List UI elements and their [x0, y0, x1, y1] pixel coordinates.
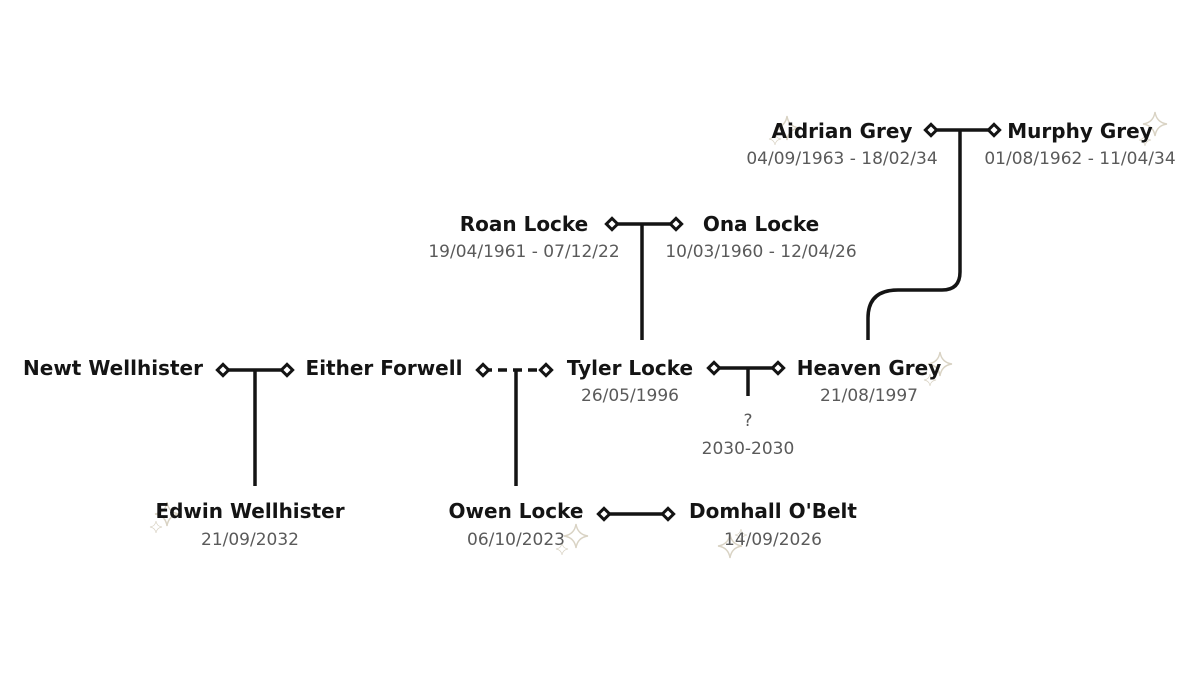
diamond-marker: [604, 216, 620, 232]
person-dates: 01/08/1962 - 11/04/34: [984, 149, 1175, 169]
person-name: Aidrian Grey: [772, 119, 913, 143]
sparkle-icon: [1142, 111, 1168, 137]
person-dates: 04/09/1963 - 18/02/34: [746, 149, 937, 169]
sparkle-icon: [149, 520, 163, 534]
person-dates: 10/03/1960 - 12/04/26: [665, 242, 856, 262]
person-dates: 2030-2030: [702, 439, 795, 459]
sparkle-icon: [717, 533, 743, 559]
person-dates: 19/04/1961 - 07/12/22: [428, 242, 619, 262]
diamond-marker: [770, 360, 786, 376]
person-name: Ona Locke: [703, 212, 819, 236]
person-unknown-child: ? 2030-2030: [702, 411, 795, 459]
sparkle-icon: [768, 132, 782, 146]
sparkle-icon: [154, 501, 180, 527]
diamond-marker: [475, 362, 491, 378]
sparkle-icon: [1138, 133, 1152, 147]
diamond-marker: [660, 506, 676, 522]
union-diamonds: [215, 122, 1002, 522]
diamond-marker: [668, 216, 684, 232]
diamond-marker: [279, 362, 295, 378]
person-dates: 21/09/2032: [201, 530, 299, 550]
person-heaven-grey: Heaven Grey 21/08/1997: [797, 356, 941, 406]
person-name: Heaven Grey: [797, 356, 941, 380]
person-ona-locke: Ona Locke 10/03/1960 - 12/04/26: [665, 212, 856, 262]
person-dates: 06/10/2023: [467, 530, 565, 550]
person-name: Murphy Grey: [1007, 119, 1152, 143]
sparkle-icon: [774, 115, 800, 141]
person-dates: 14/09/2026: [724, 530, 822, 550]
descent-line-to-heaven: [866, 130, 962, 340]
sparkle-decorations: [149, 111, 1168, 559]
person-name: Newt Wellhister: [23, 356, 203, 380]
person-domhall-obelt: Domhall O'Belt 14/09/2026: [689, 499, 857, 550]
person-aidrian-grey: Aidrian Grey 04/09/1963 - 18/02/34: [746, 119, 937, 169]
person-name: Edwin Wellhister: [155, 499, 344, 523]
person-edwin-wellhister: Edwin Wellhister 21/09/2032: [155, 499, 344, 550]
person-dates: 21/08/1997: [820, 386, 918, 406]
person-name: Either Forwell: [306, 356, 463, 380]
sparkle-icon: [927, 351, 953, 377]
person-tyler-locke: Tyler Locke 26/05/1996: [567, 356, 693, 406]
person-dates: 26/05/1996: [581, 386, 679, 406]
diamond-marker: [706, 360, 722, 376]
person-either-forwell: Either Forwell: [306, 356, 463, 380]
person-name: ?: [743, 411, 752, 431]
person-name: Domhall O'Belt: [689, 499, 857, 523]
sparkle-icon: [923, 373, 937, 387]
person-name: Owen Locke: [449, 499, 584, 523]
person-newt-wellhister: Newt Wellhister: [23, 356, 203, 380]
diamond-marker: [986, 122, 1002, 138]
diamond-marker: [596, 506, 612, 522]
person-name: Roan Locke: [460, 212, 589, 236]
person-murphy-grey: Murphy Grey 01/08/1962 - 11/04/34: [984, 119, 1175, 169]
diamond-marker: [538, 362, 554, 378]
sparkle-icon: [734, 528, 748, 542]
person-roan-locke: Roan Locke 19/04/1961 - 07/12/22: [428, 212, 619, 262]
sparkle-icon: [555, 542, 569, 556]
diamond-marker: [923, 122, 939, 138]
person-name: Tyler Locke: [567, 356, 693, 380]
sparkle-icon: [563, 523, 589, 549]
person-owen-locke: Owen Locke 06/10/2023: [449, 499, 584, 550]
diamond-marker: [215, 362, 231, 378]
